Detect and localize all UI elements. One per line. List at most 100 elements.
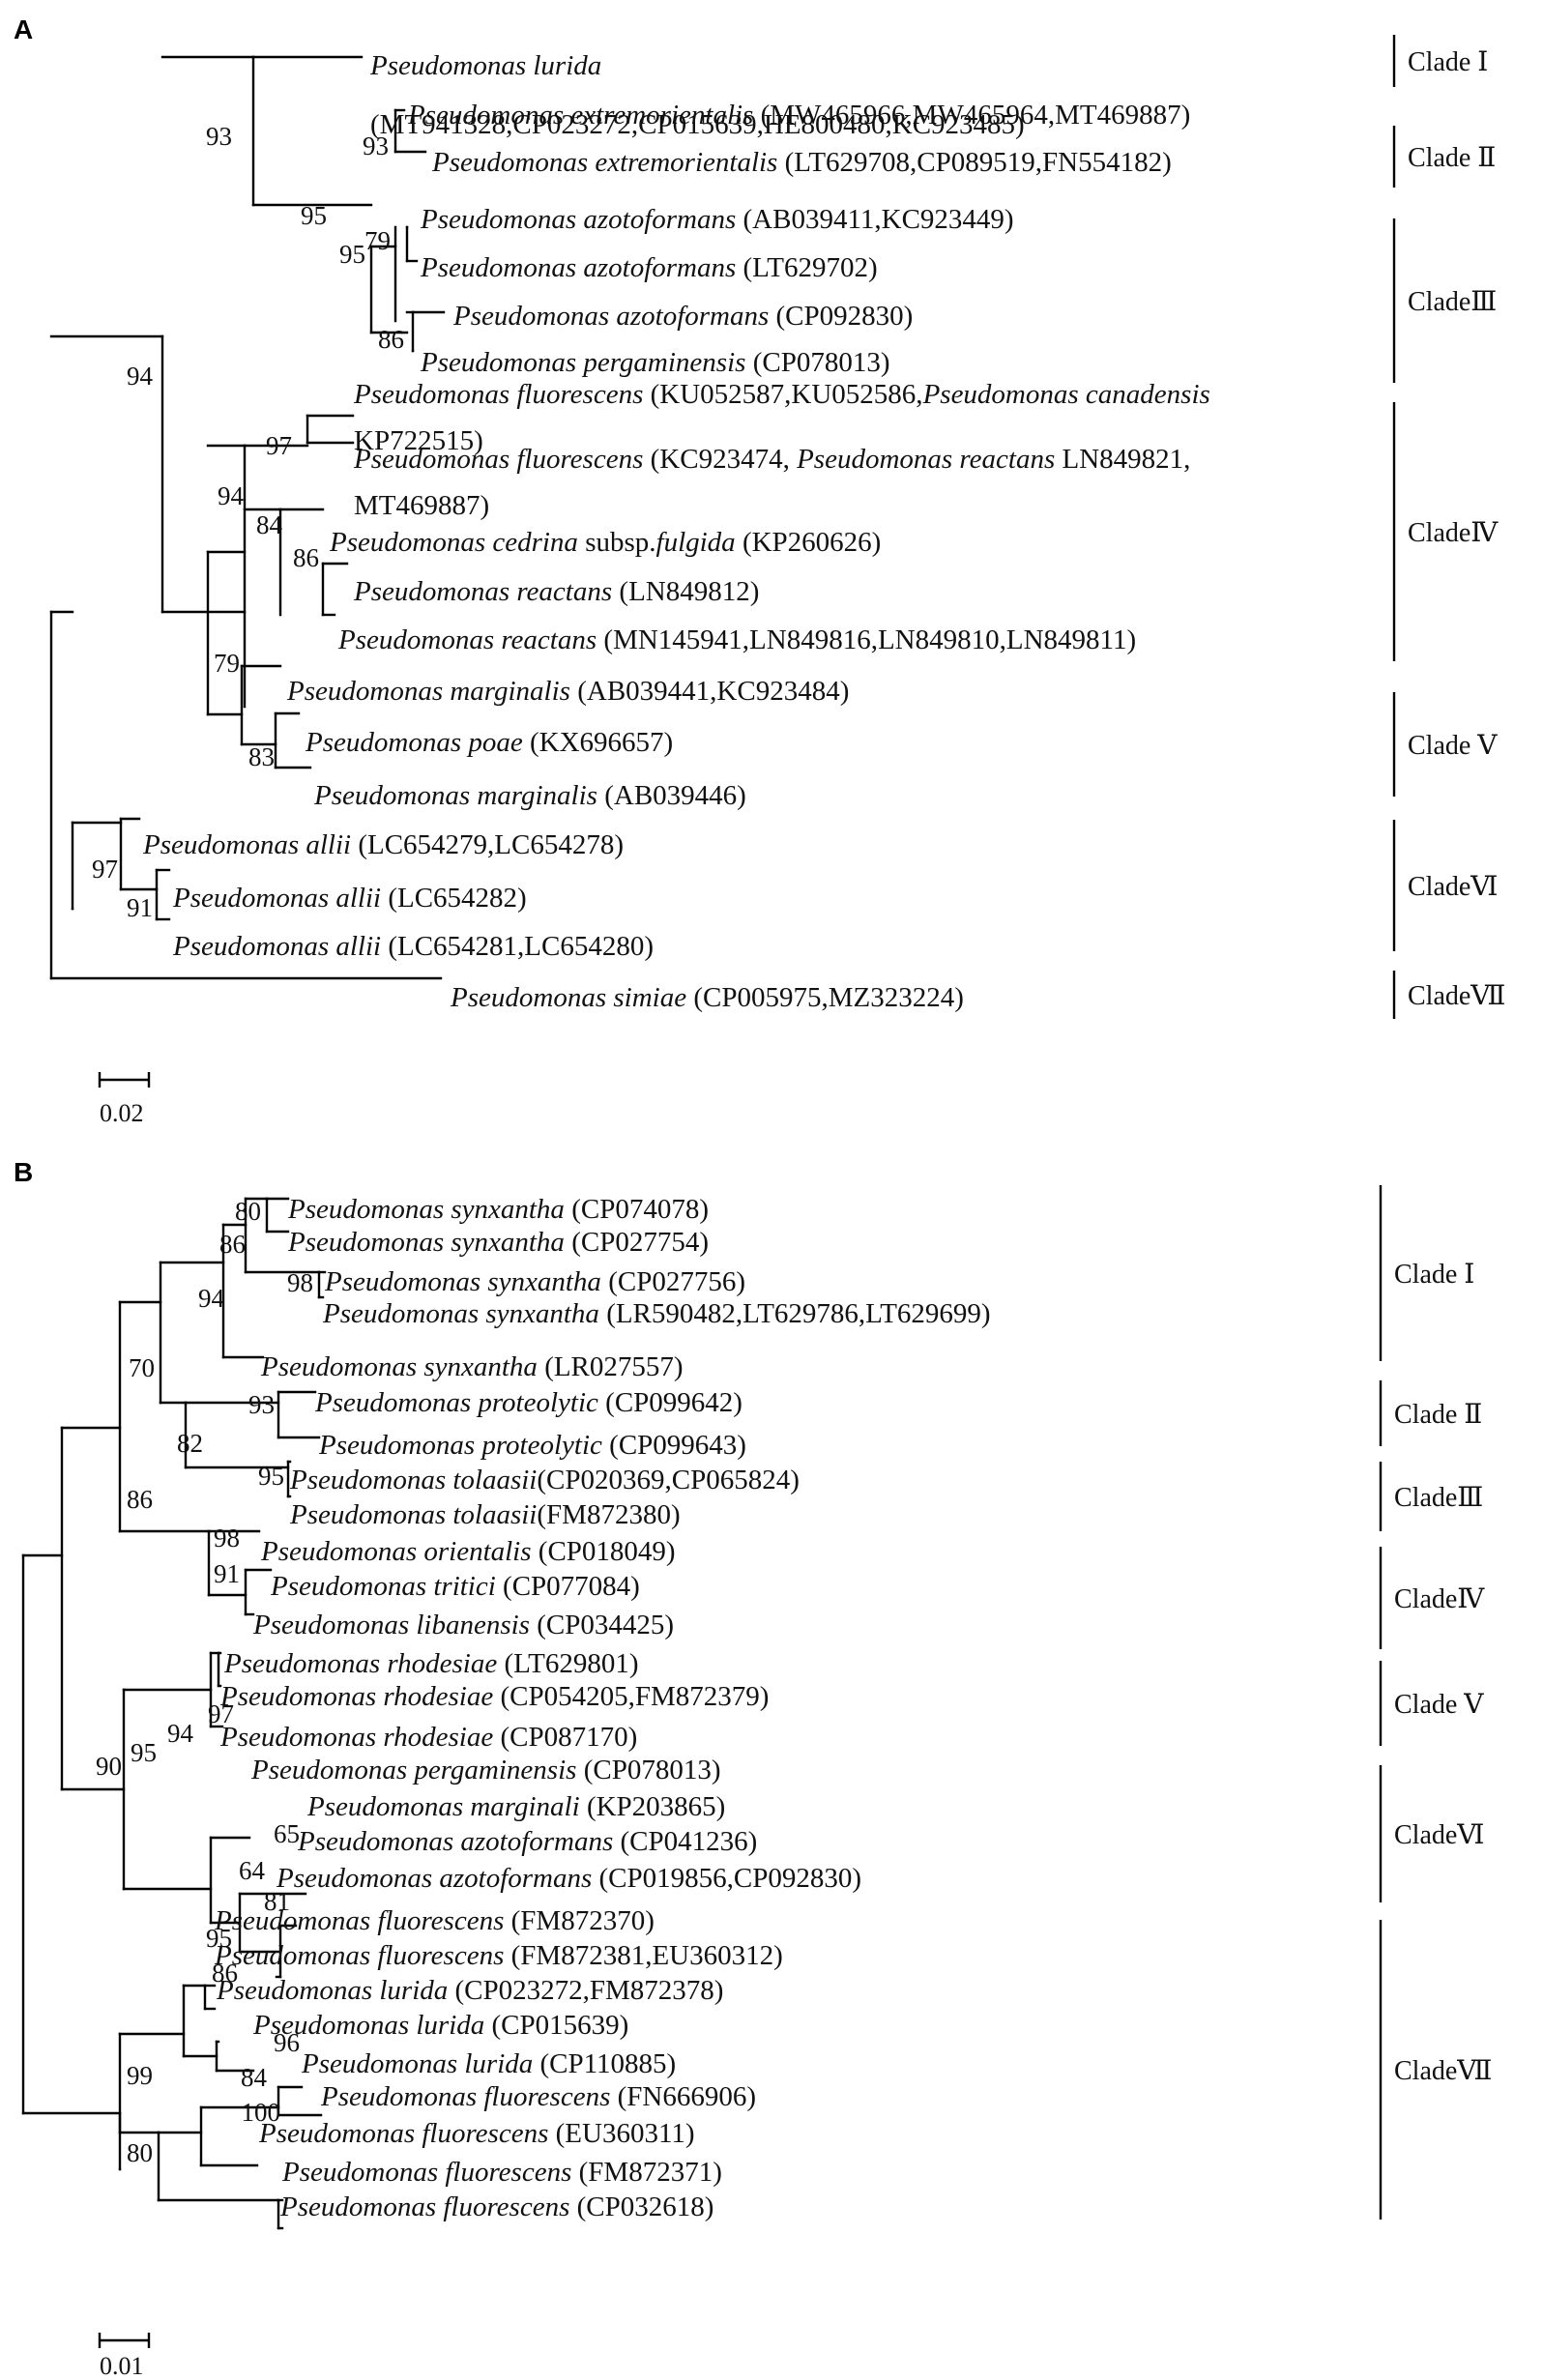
accession-text: (LC654281,LC654280) [381, 931, 654, 962]
accession-text: (CP023272,FM872378) [448, 1975, 723, 2006]
species-name: Pseudomonas fluorescens [353, 444, 643, 475]
bootstrap-value: 86 [378, 325, 404, 354]
bootstrap-value: 93 [206, 122, 232, 151]
taxon-label: MT469887) [354, 490, 489, 521]
species-name: Pseudomonas tritici [270, 1571, 496, 1602]
taxon-label: Pseudomonas rhodesiae (LT629801) [223, 1648, 639, 1679]
accession-text: (CP020369,CP065824) [537, 1465, 800, 1495]
species-name: Pseudomonas reactans [796, 444, 1055, 475]
clade-label: Clade Ⅱ [1408, 143, 1496, 173]
species-name: Pseudomonas cedrina [329, 527, 578, 558]
accession-text: (CP077084) [496, 1571, 640, 1602]
taxon-label: Pseudomonas synxantha (LR590482,LT629786… [322, 1298, 991, 1329]
accession-text: (KP260626) [736, 527, 882, 558]
taxon-label: Pseudomonas tritici (CP077084) [270, 1571, 640, 1602]
species-name: Pseudomonas azotoformans [297, 1826, 613, 1857]
clade-label: Clade Ⅴ [1394, 1690, 1484, 1720]
taxon-label: Pseudomonas synxantha (CP027754) [287, 1227, 709, 1258]
taxon-label: Pseudomonas synxantha (CP027756) [324, 1266, 745, 1297]
species-name: Pseudomonas simiae [450, 982, 686, 1013]
bootstrap-value: 64 [239, 1856, 266, 1885]
species-name: Pseudomonas allii [142, 829, 351, 860]
taxon-label: Pseudomonas lurida (CP110885) [301, 2048, 676, 2079]
taxon-label: Pseudomonas extremorientalis (MW465966,M… [407, 100, 1190, 131]
accession-text: (CP078013) [576, 1755, 720, 1785]
species-name: Pseudomonas pergaminensis [420, 347, 745, 378]
taxon-label: Pseudomonas rhodesiae (CP054205,FM872379… [219, 1681, 769, 1712]
accession-text: (LC654282) [381, 883, 527, 914]
taxon-label: Pseudomonas marginali (KP203865) [306, 1791, 725, 1822]
taxon-label: Pseudomonas lurida (CP015639) [252, 2010, 628, 2041]
bootstrap-value: 81 [264, 1887, 290, 1916]
panel-b-bootstrap-values: 8086989470938295869891979495656481909586… [96, 1197, 313, 2167]
accession-text: (CP034425) [530, 1610, 674, 1640]
species-name: Pseudomonas extremorientalis [407, 100, 753, 131]
clade-label: CladeⅢ [1408, 287, 1497, 317]
taxon-label: Pseudomonas tolaasii(FM872380) [289, 1499, 681, 1530]
bootstrap-value: 95 [301, 201, 327, 230]
taxon-label: Pseudomonas simiae (CP005975,MZ323224) [450, 982, 964, 1013]
species-name: Pseudomonas azotoformans [420, 252, 736, 283]
accession-text: (CP074078) [565, 1194, 709, 1225]
taxon-label: Pseudomonas fluorescens (FM872371) [281, 2157, 722, 2188]
taxon-label: Pseudomonas azotoformans (CP019856,CP092… [276, 1863, 861, 1894]
panel-b-branches [21, 1197, 327, 2230]
bootstrap-value: 99 [127, 2061, 153, 2090]
panel-b-taxa: Pseudomonas synxantha (CP074078)Pseudomo… [214, 1194, 991, 2222]
accession-text: LN849821, [1055, 444, 1190, 475]
bootstrap-value: 95 [206, 1924, 232, 1953]
accession-text: (CP041236) [613, 1826, 757, 1857]
accession-text: (CP018049) [532, 1536, 676, 1567]
accession-text: (LN849812) [612, 576, 759, 607]
species-name: Pseudomonas lurida [369, 50, 601, 81]
bootstrap-value: 97 [208, 1699, 234, 1728]
panel-a-taxa: Pseudomonas lurida(MT941328,CP023272,CP0… [142, 50, 1210, 1013]
species-name: Pseudomonas lurida [301, 2048, 533, 2079]
taxon-label: Pseudomonas azotoformans (LT629702) [420, 252, 878, 283]
accession-text: (CP092830) [769, 301, 913, 332]
clade-label: CladeⅦ [1394, 2056, 1492, 2086]
bootstrap-value: 79 [364, 226, 391, 255]
panel-b-tree: B 80869894709382958698919794956564819095… [14, 1157, 1492, 2380]
species-name: Pseudomonas azotoformans [420, 204, 736, 235]
taxon-label: Pseudomonas marginalis (AB039446) [313, 780, 746, 811]
taxon-label: Pseudomonas fluorescens (KC923474, Pseud… [353, 444, 1190, 475]
panel-b-scale-bar: 0.01 [98, 2333, 151, 2380]
species-name: Pseudomonas canadensis [922, 379, 1210, 410]
bootstrap-value: 95 [339, 240, 365, 269]
taxon-label: Pseudomonas allii (LC654282) [172, 883, 527, 914]
accession-text: (FM872381,EU360312) [504, 1940, 782, 1971]
bootstrap-value: 86 [212, 1959, 238, 1988]
accession-text: (MN145941,LN849816,LN849810,LN849811) [597, 624, 1136, 655]
species-name: Pseudomonas fluorescens [258, 2118, 548, 2149]
bootstrap-value: 94 [127, 362, 154, 391]
taxon-label: Pseudomonas poae (KX696657) [305, 727, 673, 758]
species-name: Pseudomonas tolaasii [289, 1465, 537, 1495]
species-name: Pseudomonas rhodesiae [219, 1681, 493, 1712]
bootstrap-value: 90 [96, 1752, 122, 1781]
clade-label: CladeⅥ [1408, 872, 1498, 902]
taxon-label: Pseudomonas azotoformans (AB039411,KC923… [420, 204, 1014, 235]
panel-b-scale-bar-line [98, 2333, 151, 2348]
taxon-label: KP722515) [354, 425, 483, 456]
accession-text: (CP099643) [602, 1430, 746, 1461]
bootstrap-value: 79 [214, 649, 240, 678]
taxon-label: Pseudomonas extremorientalis (LT629708,C… [431, 147, 1172, 178]
accession-text: (KP203865) [580, 1791, 726, 1822]
bootstrap-value: 83 [248, 742, 275, 771]
bootstrap-value: 95 [258, 1462, 284, 1491]
accession-text: (AB039446) [597, 780, 746, 811]
accession-text: (CP027756) [601, 1266, 745, 1297]
bootstrap-value: 82 [177, 1429, 203, 1458]
species-name: Pseudomonas lurida [252, 2010, 484, 2041]
species-name: Pseudomonas synxantha [260, 1351, 538, 1382]
panel-b-label: B [14, 1157, 33, 1187]
accession-text: (KU052587,KU052586, [643, 379, 922, 410]
species-name: Pseudomonas proteolytic [318, 1430, 602, 1461]
taxon-label: Pseudomonas pergaminensis (CP078013) [250, 1755, 720, 1785]
taxon-label: Pseudomonas fluorescens (FM872370) [214, 1905, 655, 1936]
accession-text: (LR027557) [538, 1351, 684, 1382]
clade-label: CladeⅥ [1394, 1820, 1484, 1850]
